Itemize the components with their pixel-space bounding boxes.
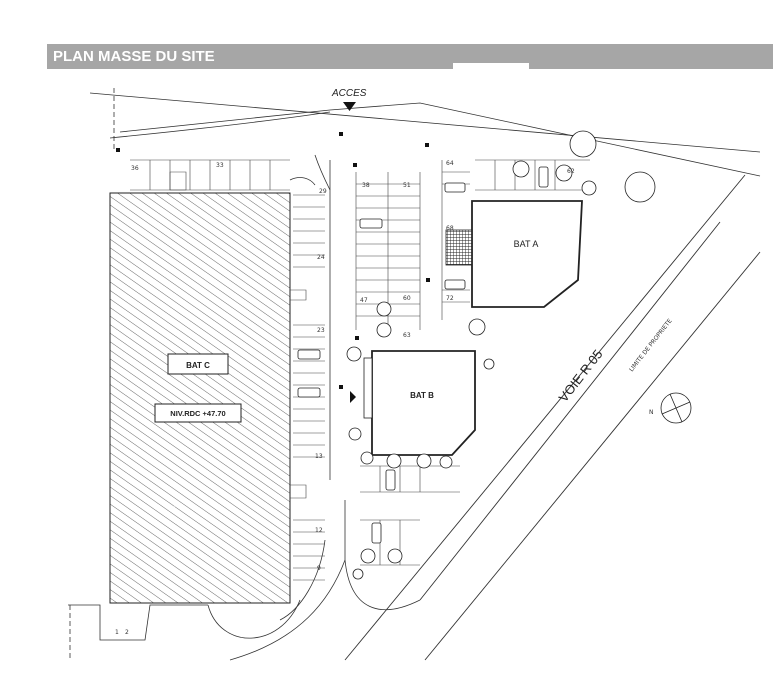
parking-number: 29 xyxy=(319,188,327,195)
parking-number: 51 xyxy=(403,182,411,189)
site-markers xyxy=(116,132,430,389)
parking-number: 9 xyxy=(317,565,321,572)
parking-number: 63 xyxy=(403,332,411,339)
north-arrow-icon: N xyxy=(649,392,692,424)
parking-number: 12 xyxy=(315,527,323,534)
parking-number: 33 xyxy=(216,162,224,169)
west-boundary xyxy=(69,88,115,660)
bat-c-label: BAT C xyxy=(186,361,210,370)
building-c: BAT C NIV.RDC +47.70 xyxy=(109,192,291,604)
north-road xyxy=(89,92,761,177)
bat-b-label: BAT B xyxy=(410,391,434,400)
bat-c-level-label: NIV.RDC +47.70 xyxy=(170,409,225,418)
header-bar: PLAN MASSE DU SITE xyxy=(47,44,773,69)
parking-number: 36 xyxy=(131,165,139,172)
parking-stalls xyxy=(130,159,590,581)
cars xyxy=(297,166,549,544)
parking-numbers: 36 33 29 24 23 13 12 9 38 51 47 60 63 64… xyxy=(115,160,575,636)
main-road xyxy=(344,174,761,661)
header-notch xyxy=(453,63,529,69)
parking-number: 60 xyxy=(403,295,411,302)
parking-number: 72 xyxy=(446,295,454,302)
page-title: PLAN MASSE DU SITE xyxy=(53,48,215,65)
access-label: ACCES xyxy=(331,88,367,99)
access-marker: ACCES xyxy=(331,88,367,111)
parking-number: 13 xyxy=(315,453,323,460)
parking-number: 38 xyxy=(362,182,370,189)
parking-number: 47 xyxy=(360,297,368,304)
bat-a-label: BAT A xyxy=(514,239,539,249)
parking-number: 2 xyxy=(125,629,129,636)
building-a: BAT A xyxy=(445,200,583,308)
site-outline xyxy=(68,154,421,661)
trees xyxy=(346,130,656,580)
parking-number: 1 xyxy=(115,629,119,636)
parking-number: 68 xyxy=(446,225,454,232)
building-b: BAT B xyxy=(350,350,476,456)
north-label: N xyxy=(649,409,654,416)
parking-number: 64 xyxy=(446,160,454,167)
parking-number: 62 xyxy=(567,168,575,175)
parking-number: 24 xyxy=(317,254,325,261)
parking-number: 23 xyxy=(317,327,325,334)
